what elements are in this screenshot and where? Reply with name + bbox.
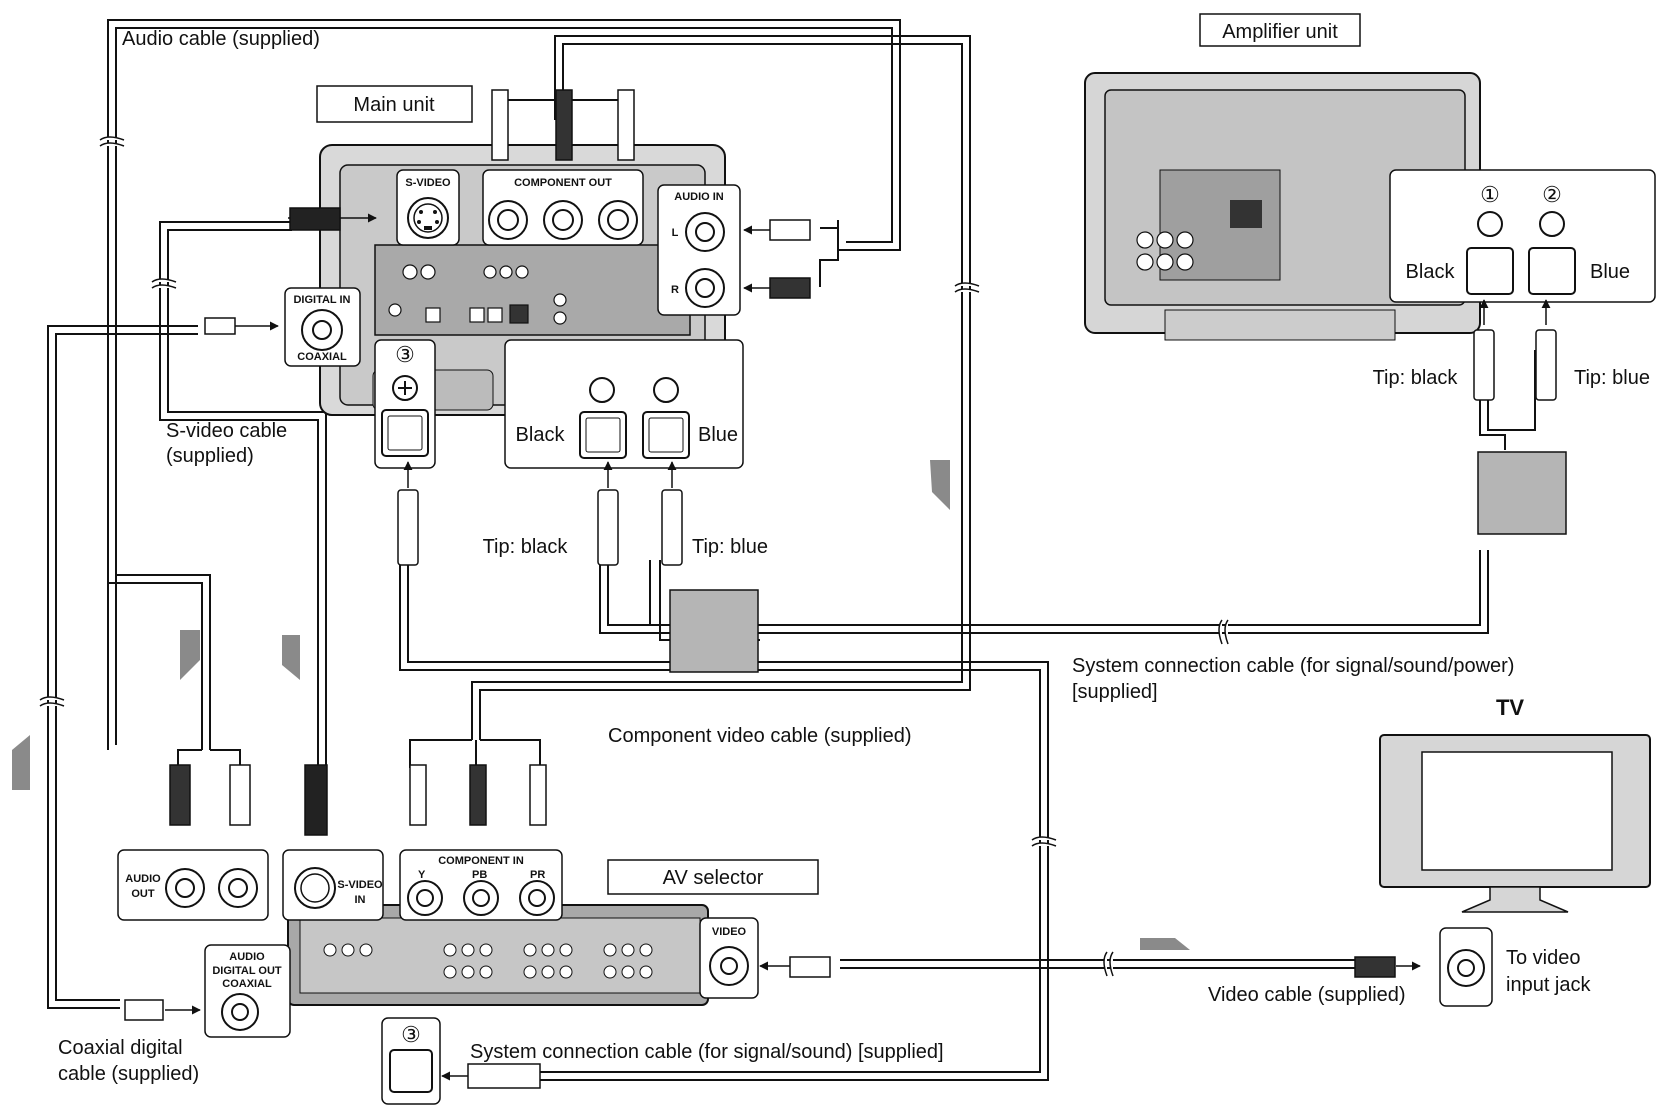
tv-title: TV [1496,695,1524,720]
main-connector-1-black[interactable] [579,411,627,459]
direction-arrows [12,460,1190,950]
coaxial-digital-cable [47,325,198,1009]
main-unit-title: Main unit [353,94,435,116]
tip-black-main: Tip: black [483,536,569,558]
tip-blue-amp: Tip: blue [1574,367,1650,389]
svg-text:PR: PR [530,869,545,881]
system-cable-power [599,550,1489,634]
audio-digital-out-panel: AUDIO DIGITAL OUT COAXIAL [204,944,291,1038]
main-system-connectors: ③ ① ② Black Blue [374,339,744,469]
component-video-cable [479,35,971,740]
svg-text:OUT: OUT [131,888,155,900]
component-out-panel: COMPONENT OUT [482,169,644,246]
svg-text:③: ③ [395,342,415,367]
amp-connectors: ① ② Black Blue [1389,169,1656,303]
main-connector-2-blue[interactable] [642,411,690,459]
system-cable-sound [399,560,1041,1073]
svg-text:Blue: Blue [1590,261,1630,283]
tv: TV [1379,695,1651,1007]
svg-text:AUDIO: AUDIO [229,951,265,963]
svg-text:COMPONENT IN: COMPONENT IN [438,855,524,867]
tip-blue-main: Tip: blue [692,536,768,558]
svg-text:AUDIO IN: AUDIO IN [674,191,724,203]
cable-breaks [39,136,1229,977]
amplifier-unit-title: Amplifier unit [1222,21,1338,43]
svg-text:R: R [671,284,679,296]
svg-text:COAXIAL: COAXIAL [297,351,347,363]
s-video-panel: S-VIDEO [396,169,460,246]
svg-text:COMPONENT OUT: COMPONENT OUT [514,177,612,189]
av-connector-3[interactable] [389,1049,433,1093]
label-coaxial-cable-1: Coaxial digital [58,1037,183,1059]
junction-box-main [669,589,759,673]
svg-text:AUDIO: AUDIO [125,873,161,885]
label-coaxial-cable-2: cable (supplied) [58,1063,199,1085]
label-video-cable: Video cable (supplied) [1208,984,1406,1006]
audio-in-panel: AUDIO IN L R [657,184,741,316]
svg-text:COAXIAL: COAXIAL [222,978,272,990]
svg-text:DIGITAL OUT: DIGITAL OUT [212,965,282,977]
label-system-conn-power-2: [supplied] [1072,681,1158,703]
svg-text:Black: Black [516,424,566,446]
video-panel: VIDEO [699,917,759,999]
label-audio-cable: Audio cable (supplied) [122,28,320,50]
cables [47,19,1536,1081]
label-to-video-2: input jack [1506,974,1591,996]
svg-text:Y: Y [418,869,426,881]
junction-box-amp [1477,451,1567,535]
svg-text:Black: Black [1406,261,1456,283]
label-s-video-cable-2: (supplied) [166,445,254,467]
s-video-in-panel: S-VIDEO IN [282,849,384,921]
svg-text:IN: IN [355,894,366,906]
svg-text:S-VIDEO: S-VIDEO [337,879,383,891]
audio-out-panel: AUDIO OUT [117,849,269,921]
label-component-video-cable: Component video cable (supplied) [608,725,912,747]
svg-text:①: ① [1480,182,1500,207]
svg-text:③: ③ [401,1022,421,1047]
s-video-cable [159,221,319,770]
component-in-panel: COMPONENT IN Y PB PR [399,849,563,921]
svg-text:Blue: Blue [698,424,738,446]
amp-connector-2-blue[interactable] [1528,247,1576,295]
av-plugs [124,764,1421,1081]
amplifier-unit: Amplifier unit [1084,13,1481,341]
digital-in-panel: DIGITAL IN COAXIAL [284,287,361,367]
main-connector-3[interactable] [381,409,429,457]
main-plugs [204,89,811,673]
svg-text:②: ② [1542,182,1562,207]
svg-text:S-VIDEO: S-VIDEO [405,177,451,189]
av-selector-connector-3: ③ [381,1017,541,1105]
amplifier-unit-title-box [1199,13,1361,47]
av-selector-title-box [607,859,819,895]
av-selector: AV selector [287,859,819,1006]
svg-text:DIGITAL IN: DIGITAL IN [293,294,350,306]
svg-text:PB: PB [472,869,487,881]
svg-text:L: L [672,227,679,239]
label-system-conn-sound: System connection cable (for signal/soun… [470,1041,944,1063]
amp-plugs [1473,299,1567,535]
label-to-video-1: To video [1506,947,1581,969]
svg-text:VIDEO: VIDEO [712,926,747,938]
label-s-video-cable-1: S-video cable [166,420,287,442]
amp-connector-1-black[interactable] [1466,247,1514,295]
tip-black-amp: Tip: black [1373,367,1459,389]
av-selector-title: AV selector [663,867,764,889]
main-unit-title-box [316,85,473,123]
label-system-conn-power-1: System connection cable (for signal/soun… [1072,655,1514,677]
